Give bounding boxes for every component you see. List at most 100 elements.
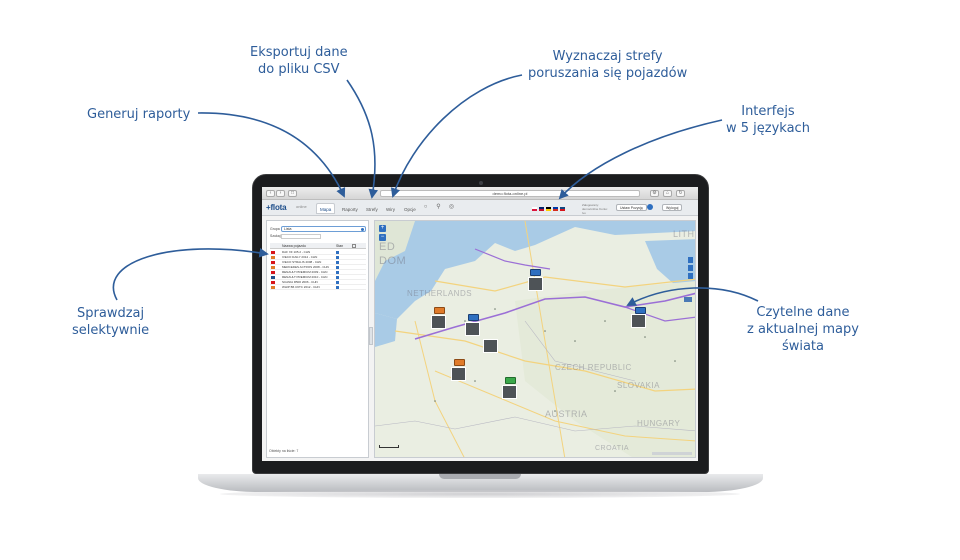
callout-zones: Wyznaczaj strefy poruszania się pojazdów [528, 48, 687, 82]
map-layers[interactable] [688, 273, 693, 279]
vehicle-row[interactable]: IVECO STRALIS 2008 - CHN [270, 260, 366, 265]
vehicle-marker-6[interactable] [454, 359, 465, 366]
tabs-icon[interactable]: □ [288, 190, 297, 197]
vehicle-name: IVECO DAILY 2014 - CHN [282, 255, 318, 259]
vehicle-name: IVECO STRALIS 2008 - CHN [282, 260, 322, 264]
vehicle-status-icon [336, 286, 339, 289]
vehicle-marker-1[interactable] [530, 269, 541, 276]
map-layer-tag[interactable] [684, 297, 692, 302]
callout-map-line3: świata [781, 339, 824, 354]
map-label-czech: CZECH REPUBLIC [555, 363, 632, 372]
vehicle-name: WHIP B6 C6TC 2012 - CHN [282, 285, 320, 289]
callout-export-csv: Eksportuj dane do pliku CSV [250, 44, 348, 78]
map-view[interactable]: ED DOM LITH NETHERLANDS CZECH REPUBLIC S… [374, 220, 696, 458]
flag-cz-icon[interactable] [560, 207, 565, 211]
vehicle-flag-icon [271, 281, 275, 284]
flag-pl-icon[interactable] [532, 207, 537, 211]
group-select-value: Lista [284, 227, 292, 231]
vehicle-label-1[interactable] [528, 277, 543, 291]
settings-icon[interactable]: ⚙ [650, 190, 659, 197]
arrow-check [112, 248, 269, 301]
vehicle-flag-icon [271, 271, 275, 274]
vehicle-label-3[interactable] [465, 322, 480, 336]
col-vehicle-name[interactable]: Nazwa pojazdu [282, 244, 306, 248]
vehicle-label-2[interactable] [431, 315, 446, 329]
pin-icon[interactable]: ⚲ [436, 204, 441, 210]
tab-wiry[interactable]: Wiry [386, 207, 395, 212]
map-sea-baltic [645, 239, 695, 291]
vehicle-status-icon [336, 251, 339, 254]
forward-button[interactable]: › [276, 190, 285, 197]
vehicle-flag-icon [271, 286, 275, 289]
vehicle-marker-2[interactable] [434, 307, 445, 314]
panel-collapse-handle[interactable] [369, 327, 373, 345]
tab-zones[interactable]: Strefy [366, 207, 378, 212]
vehicle-row[interactable]: SCANIA R500 2006 - CHN [270, 280, 366, 285]
group-select[interactable]: Lista [281, 226, 366, 232]
help-icon[interactable] [647, 204, 653, 210]
vehicle-label-6[interactable] [451, 367, 466, 381]
callout-interface-line1: Interfejs [741, 104, 795, 119]
vehicle-row[interactable]: IVECO DAILY 2014 - CHN [270, 255, 366, 260]
vehicle-row[interactable]: RENAULT PREMIUM 2010 - CHN [270, 275, 366, 280]
map-label-kingdom: ED [379, 241, 396, 253]
zoom-in-button[interactable]: + [379, 225, 386, 232]
vehicle-name: SCANIA R500 2006 - CHN [282, 280, 318, 284]
flag-en-icon[interactable] [539, 207, 544, 211]
vehicle-name: RENAULT PREMIUM 2009 - CHN [282, 270, 328, 274]
tab-options[interactable]: Opcje [404, 207, 416, 212]
callout-check-line2: selektywnie [72, 323, 150, 338]
vehicle-row[interactable]: RENAULT PREMIUM 2009 - CHN [270, 270, 366, 275]
laptop-notch [439, 474, 521, 479]
zoom-out-button[interactable]: − [379, 234, 386, 241]
logout-button[interactable]: Wyloguj [662, 204, 683, 211]
vehicle-status-icon [336, 266, 339, 269]
vehicle-status-icon [336, 276, 339, 279]
callout-interface: Interfejs w 5 językach [726, 103, 810, 137]
vehicle-name: DAF XF 105.2 - CHN [282, 250, 311, 254]
map-sea-north [375, 221, 695, 319]
vehicle-marker-7[interactable] [505, 377, 516, 384]
vehicle-label-7[interactable] [502, 385, 517, 399]
app-logo[interactable]: +flota [266, 203, 287, 212]
browser-toolbar: ‹ › □ demo.flota-online.pl ⚙ ⌂ ↻ [262, 187, 698, 200]
map-road-3 [434, 370, 695, 442]
map-pan-down[interactable] [688, 265, 693, 271]
zone-circle-icon[interactable]: ○ [423, 204, 428, 210]
columns-icon[interactable] [352, 244, 356, 248]
callout-zones-line1: Wyznaczaj strefy [552, 49, 663, 64]
tab-reports[interactable]: Raporty [342, 207, 358, 212]
flag-de-icon[interactable] [546, 207, 551, 211]
vehicle-row[interactable]: WHIP B6 C6TC 2012 - CHN [270, 285, 366, 290]
callout-export-line2: do pliku CSV [258, 62, 340, 77]
vehicle-label-5[interactable] [631, 314, 646, 328]
vehicle-table-header: Nazwa pojazdu Stan [270, 243, 366, 249]
tab-map[interactable]: Mapa [316, 203, 336, 214]
vehicle-marker-3[interactable] [468, 314, 479, 321]
back-button[interactable]: ‹ [266, 190, 275, 197]
map-pan-up[interactable] [688, 257, 693, 263]
map-road-1 [434, 276, 695, 292]
map-canvas[interactable] [375, 221, 696, 458]
map-label-netherlands: NETHERLANDS [407, 289, 473, 298]
address-bar[interactable]: demo.flota-online.pl [380, 190, 640, 197]
vehicle-marker-5[interactable] [635, 307, 646, 314]
set-position-button[interactable]: Ustaw Pozycję [616, 204, 647, 211]
callout-interface-line2: w 5 językach [726, 121, 810, 136]
target-icon[interactable]: ◎ [448, 204, 455, 210]
vehicle-row[interactable]: DAF XF 105.2 - CHN [270, 250, 366, 255]
vehicle-row[interactable]: MERCEDES ACTROS 2008 - CHN [270, 265, 366, 270]
vehicle-name: MERCEDES ACTROS 2008 - CHN [282, 265, 329, 269]
vehicle-status-icon [336, 281, 339, 284]
vehicle-label-4[interactable] [483, 339, 498, 353]
search-input[interactable] [281, 234, 321, 239]
callout-generate-reports: Generuj raporty [87, 107, 191, 122]
refresh-icon[interactable]: ↻ [676, 190, 685, 197]
laptop-shadow [220, 490, 740, 498]
flag-ru-icon[interactable] [553, 207, 558, 211]
map-label-croatia: CROATIA [595, 445, 630, 452]
home-icon[interactable]: ⌂ [663, 190, 672, 197]
callout-map-line2: z aktualnej mapy [747, 322, 859, 337]
col-status[interactable]: Stan [336, 244, 344, 248]
map-border-south [375, 416, 695, 432]
